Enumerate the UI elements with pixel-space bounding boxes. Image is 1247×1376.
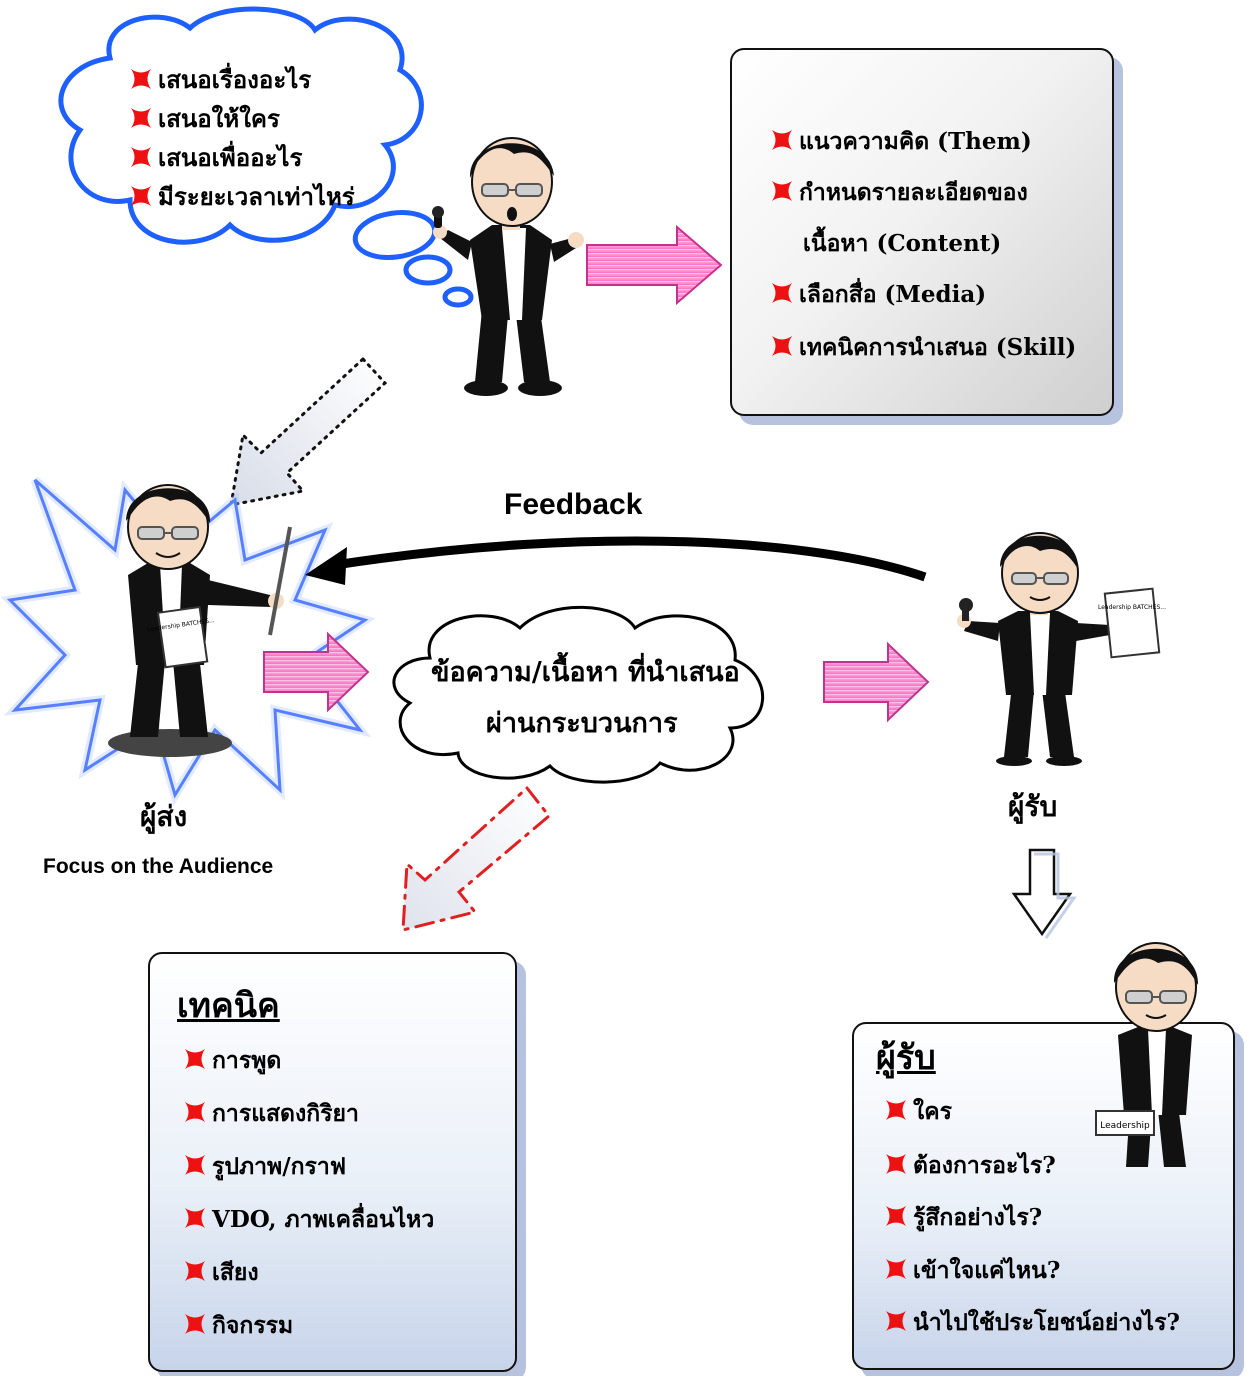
audience-figure: Leadership xyxy=(1095,942,1199,1167)
bullet-icon xyxy=(184,1207,206,1229)
pink-arrow-to-receiver xyxy=(823,641,930,723)
bullet-icon xyxy=(184,1313,206,1335)
thought-item: เสนอให้ใคร xyxy=(130,99,280,138)
bullet-icon xyxy=(130,107,152,129)
bullet-icon xyxy=(130,68,152,90)
bullet-icon xyxy=(885,1310,907,1332)
bullet-icon xyxy=(771,335,793,357)
technique-item: การแสดงกิริยา xyxy=(184,1096,359,1132)
dashed-arrow-to-technique xyxy=(401,785,552,932)
technique-item: กิจกรรม xyxy=(184,1308,293,1344)
planning-item: แนวความคิด (Them) xyxy=(771,124,1032,160)
sender-label: ผู้ส่ง xyxy=(140,800,188,833)
thought-item: เสนอเพื่ออะไร xyxy=(130,138,302,177)
pink-arrow-to-message xyxy=(263,631,370,713)
dotted-arrow-to-sender xyxy=(229,356,388,507)
bullet-icon xyxy=(885,1258,907,1280)
bullet-icon xyxy=(771,129,793,151)
receiver-item: รู้สึกอย่างไร? xyxy=(885,1200,1042,1236)
sender-sublabel: Focus on the Audience xyxy=(43,855,274,878)
receiver-item: นำไปใช้ประโยชน์อย่างไร? xyxy=(885,1305,1180,1341)
bullet-icon xyxy=(130,146,152,168)
thought-item: เสนอเรื่องอะไร xyxy=(130,60,311,99)
bullet-icon xyxy=(184,1260,206,1282)
thought-cloud xyxy=(58,6,474,308)
bullet-icon xyxy=(771,180,793,202)
planning-item: เลือกสื่อ (Media) xyxy=(771,277,986,313)
presenter-figure xyxy=(432,137,584,396)
thought-item: มีระยะเวลาเท่าไหร่ xyxy=(130,177,355,216)
technique-item: รูปภาพ/กราฟ xyxy=(184,1149,346,1185)
technique-item: VDO, ภาพเคลื่อนไหว xyxy=(184,1202,434,1238)
planning-item: กำหนดรายละเอียดของ xyxy=(771,175,1028,211)
technique-heading: เทคนิค xyxy=(177,986,280,1026)
message-cloud xyxy=(392,605,764,784)
sender-figure: Leadership BATCHES... xyxy=(108,484,292,757)
bullet-icon xyxy=(885,1153,907,1175)
message-line-1: ข้อความ/เนื้อหา ที่นำเสนอ xyxy=(431,657,740,688)
bullet-icon xyxy=(184,1048,206,1070)
bullet-icon xyxy=(885,1099,907,1121)
receiver-label: ผู้รับ xyxy=(1008,790,1058,823)
receiver-figure: Leadership BATCHES... xyxy=(957,532,1166,766)
feedback-label: Feedback xyxy=(504,488,643,521)
bullet-icon xyxy=(771,282,793,304)
svg-text:Leadership: Leadership xyxy=(1100,1121,1150,1131)
down-arrow xyxy=(1011,848,1077,939)
bullet-icon xyxy=(130,185,152,207)
planning-item-continued: เนื้อหา (Content) xyxy=(803,230,1002,257)
receiver-heading: ผู้รับ xyxy=(876,1038,936,1078)
planning-item: เทคนิคการนำเสนอ (Skill) xyxy=(771,330,1076,366)
receiver-item: ใคร xyxy=(885,1094,952,1130)
svg-text:Leadership BATCHES...: Leadership BATCHES... xyxy=(1098,604,1166,611)
bullet-icon xyxy=(184,1154,206,1176)
technique-item: เสียง xyxy=(184,1255,259,1291)
receiver-item: เข้าใจแค่ไหน? xyxy=(885,1253,1060,1289)
feedback-arrow xyxy=(305,536,927,585)
technique-item: การพูด xyxy=(184,1043,281,1079)
receiver-item: ต้องการอะไร? xyxy=(885,1148,1056,1184)
message-line-2: ผ่านกระบวนการ xyxy=(486,708,678,739)
technique-box xyxy=(148,952,517,1372)
planning-box xyxy=(730,48,1114,416)
bullet-icon xyxy=(885,1205,907,1227)
pink-arrow-to-planning xyxy=(586,224,723,306)
bullet-icon xyxy=(184,1101,206,1123)
